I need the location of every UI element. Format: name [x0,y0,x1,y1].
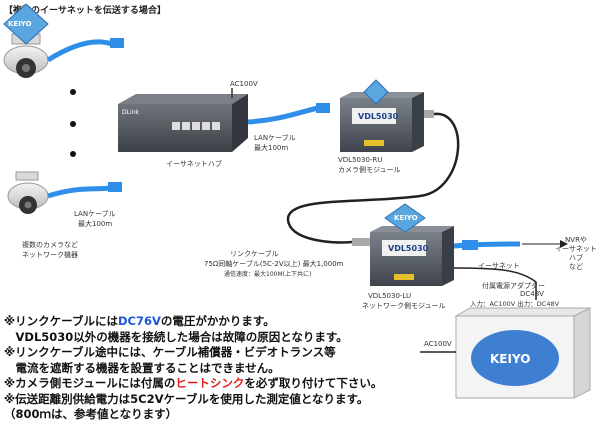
rj45-plug-icon [316,103,330,113]
lan-cam-label-2: 最大100m [78,220,113,228]
nvr-label: NVRや イーサネットハブ など [555,236,597,271]
vdl5030-lu-module [370,226,454,286]
keiyo-logo-adapter [471,330,559,386]
note-line-1: ※リンクケーブルにはDC76Vの電圧がかかります。 [4,314,275,328]
ru-sub: カメラ側モジュール [338,166,401,174]
ellipsis-dot [70,151,76,157]
ru-logo: VDL5030 [358,112,399,121]
note-line-6: ※伝送距離別供給電力は5C2Vケーブルを使用した測定値となります。 [4,391,369,406]
lan-cable-bottom [47,185,111,199]
link-cable [286,112,460,244]
hub-label: イーサネットハブ [166,160,222,168]
ethernet-hub-icon [118,94,248,152]
lan-cable-ethernet [453,241,521,249]
lu-name: VDL5030-LU [368,292,412,300]
keiyo-logo-top [3,3,49,45]
note-line-7: （800ｍは、参考値となります） [4,407,178,421]
note-line-4: 電流を遮断する機器を設置することはできません。 [4,360,280,375]
hub-brand: DLink [122,109,139,116]
dc-cable [453,267,537,300]
bnc-connector-icon [424,110,434,118]
ellipsis-dot [70,121,76,127]
camera-bottom-icon [7,171,49,214]
keiyo-logo-text: KEIYO [394,214,418,222]
ac100v-top-label: AC100V [230,80,258,88]
bnc-connector-icon [352,238,370,246]
lu-sub: ネットワーク側モジュール [362,302,446,310]
ethernet-label: イーサネット [478,262,520,270]
dc48v-label: DC48V [520,290,544,298]
ru-name: VDL5030-RU [338,156,383,164]
rj45-plug-icon [462,240,478,250]
rj45-plug-icon [108,182,122,192]
link-label-3: 通信速度：最大100M(上下共に) [224,271,312,278]
camera-label: 複数のカメラなど ネットワーク機器 [22,241,78,259]
keiyo-logo-text: KEIYO [8,20,32,28]
vdl5030-ru-module [340,92,424,152]
adapter-label: 付属電源アダプター [482,282,545,290]
lan-cam-label-1: LANケーブル [74,210,116,218]
link-label-1: リンクケーブル [230,250,279,258]
lan-hub-label-2: 最大100m [254,144,289,152]
note-line-3: ※リンクケーブル途中には、ケーブル補償器・ビデオトランス等 [4,345,336,359]
diagram-title: 【複数のイーサネットを伝送する場合】 [4,6,166,16]
rj45-plug-icon [110,38,124,48]
lu-logo: VDL5030 [388,244,429,253]
adapter-spec: 入力：AC100V 出力：DC48V [470,300,560,308]
lan-hub-label-1: LANケーブル [254,134,296,142]
keiyo-logo-text: KEIYO [490,352,531,366]
ellipsis-dot [70,89,76,95]
ac100v-bottom-label: AC100V [424,340,452,348]
notes-block: ※リンクケーブルにはDC76Vの電圧がかかります。 VDL5030以外の機器を接… [4,314,596,423]
link-label-2: 75Ω同軸ケーブル(5C-2V以上) 最大1,000m [204,260,344,268]
note-line-5: ※カメラ側モジュールには付属のヒートシンクを必ず取り付けて下さい。 [4,376,383,390]
keiyo-logo-lu [384,203,426,233]
keiyo-logo-ru [363,79,389,105]
note-line-2: VDL5030以外の機器を接続した場合は故障の原因となります。 [4,329,348,344]
arrow-right-icon [560,240,568,248]
lan-cable-hub [247,105,319,125]
lan-cable-top [46,39,113,63]
